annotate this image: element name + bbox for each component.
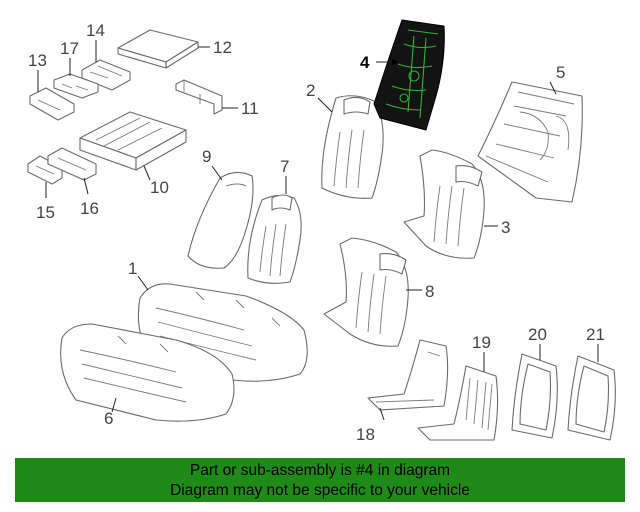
callout-15: 15 (36, 203, 55, 222)
part-8-seat-back-lower (323, 237, 409, 347)
part-19-side-panel (417, 365, 499, 441)
callout-7: 7 (280, 157, 289, 176)
callout-4: 4 (360, 53, 370, 72)
part-21-panel-frame (567, 355, 616, 441)
callout-2: 2 (306, 81, 315, 100)
callout-14: 14 (86, 21, 105, 40)
callout-21: 21 (586, 325, 605, 344)
part-15-bracket (27, 155, 63, 185)
part-2-seat-back (321, 95, 384, 199)
part-16-bracket (47, 147, 97, 181)
part-11-bracket (175, 79, 223, 115)
part-6-lower-cushion (60, 323, 235, 422)
part-3-seat-back-right (403, 149, 485, 259)
callout-11: 11 (241, 99, 259, 118)
part-4-highlighted-frame (373, 19, 445, 131)
callout-10: 10 (150, 178, 169, 197)
part-5-back-frame (477, 81, 583, 203)
part-12-pad (117, 29, 199, 69)
callout-6: 6 (104, 409, 113, 428)
part-13-trim (29, 87, 75, 121)
callout-18: 18 (356, 425, 375, 444)
part-10-armrest (79, 111, 187, 171)
part-9-side-bolster (187, 171, 254, 269)
callout-8: 8 (425, 282, 434, 301)
callout-17: 17 (60, 39, 79, 58)
info-banner: Part or sub-assembly is #4 in diagram Di… (15, 458, 625, 502)
callout-3: 3 (501, 218, 510, 237)
callout-5: 5 (556, 63, 565, 82)
callout-19: 19 (472, 333, 491, 352)
callout-12: 12 (213, 38, 232, 57)
part-7-seat-back (247, 194, 302, 284)
callout-13: 13 (28, 51, 47, 70)
callout-9: 9 (202, 147, 211, 166)
callout-20: 20 (528, 325, 547, 344)
banner-line-1: Part or sub-assembly is #4 in diagram (189, 462, 451, 479)
part-20-panel-frame (511, 353, 558, 439)
banner-line-2: Diagram may not be specific to your vehi… (170, 482, 470, 499)
callout-1: 1 (128, 259, 137, 278)
callout-16: 16 (80, 199, 99, 218)
part-18-side-panel (367, 339, 449, 411)
